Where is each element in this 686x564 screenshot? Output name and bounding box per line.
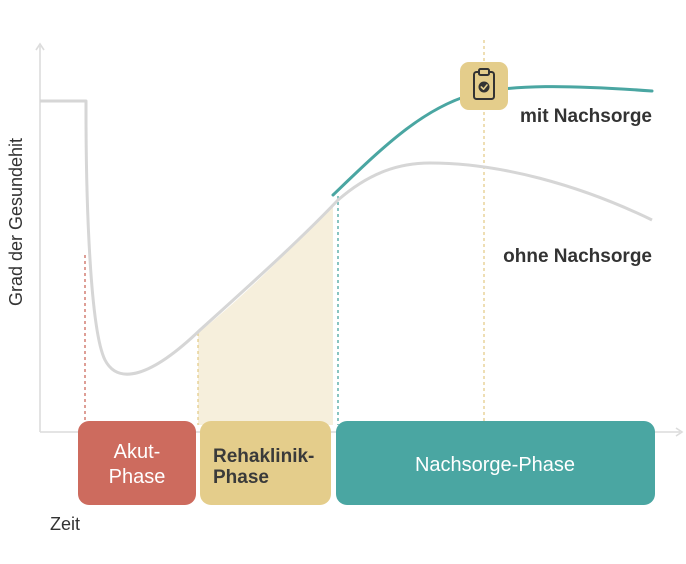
with-aftercare-label: mit Nachsorge <box>520 106 652 127</box>
svg-text:Nachsorge-Phase: Nachsorge-Phase <box>415 454 575 476</box>
curve-without-aftercare <box>40 99 653 376</box>
without-aftercare-label: ohne Nachsorge <box>503 246 652 267</box>
svg-text:Rehaklinik-: Rehaklinik- <box>213 446 314 467</box>
svg-text:Akut-: Akut- <box>114 441 161 463</box>
x-axis-label: Zeit <box>50 514 80 534</box>
y-axis-label: Grad der Gesundehit <box>6 138 26 306</box>
svg-text:Phase: Phase <box>109 466 166 488</box>
svg-text:Phase: Phase <box>213 467 269 488</box>
akut-phase-box: Akut- Phase <box>78 421 196 505</box>
nachsorge-phase-box: Nachsorge-Phase <box>336 421 655 505</box>
reha-phase-shading <box>198 205 333 425</box>
clipboard-check-icon <box>460 62 508 110</box>
reha-phase-box: Rehaklinik- Phase <box>200 421 331 505</box>
